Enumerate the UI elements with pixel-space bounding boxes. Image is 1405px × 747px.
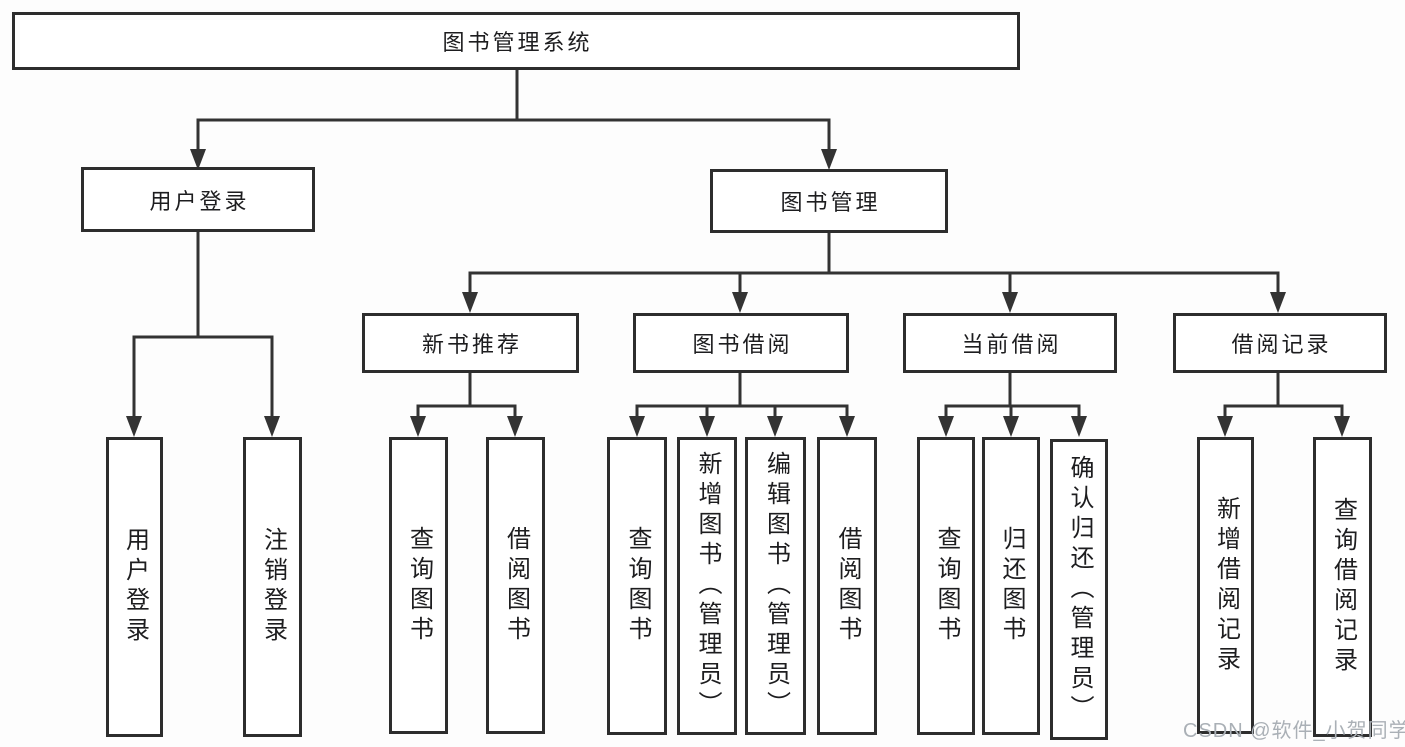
csdn-watermark: CSDN @软件_小贺同学 xyxy=(1183,720,1405,742)
node-borrow-records-label: 借阅记录 xyxy=(1231,332,1332,357)
leaf-logout-label: 注销登录 xyxy=(259,527,287,647)
node-new-book-recommend: 新书推荐 xyxy=(362,313,579,373)
edge-root-to-level2 xyxy=(196,70,831,152)
leaf-add-book-label: 新增图书（管理员） xyxy=(694,451,721,721)
leaf-query-book-2: 查询图书 xyxy=(607,437,667,735)
node-book-borrow: 图书借阅 xyxy=(633,313,849,373)
leaf-user-login-label: 用户登录 xyxy=(121,527,149,647)
node-root-label: 图书管理系统 xyxy=(442,30,593,55)
leaf-borrow-book-2: 借阅图书 xyxy=(817,437,877,735)
node-user-login-label: 用户登录 xyxy=(149,188,250,214)
leaf-borrow-book-1: 借阅图书 xyxy=(486,437,545,734)
edge-newbookrec-to-leaves xyxy=(416,372,517,420)
leaf-return-book: 归还图书 xyxy=(982,437,1040,735)
node-root: 图书管理系统 xyxy=(12,12,1020,70)
node-borrow-records: 借阅记录 xyxy=(1173,313,1387,373)
edge-currentborrow-to-leaves xyxy=(944,372,1081,420)
node-book-management-label: 图书管理 xyxy=(780,190,881,215)
leaf-confirm-return: 确认归还（管理员） xyxy=(1050,439,1108,740)
leaf-user-login: 用户登录 xyxy=(106,437,163,737)
node-user-login: 用户登录 xyxy=(81,167,315,232)
node-current-borrow: 当前借阅 xyxy=(903,313,1117,373)
edge-bookmgmt-to-level3 xyxy=(468,233,1280,295)
leaf-edit-book-label: 编辑图书（管理员） xyxy=(762,451,790,721)
leaf-borrow-book-2-label: 借阅图书 xyxy=(834,526,861,646)
leaf-edit-book: 编辑图书（管理员） xyxy=(745,437,806,735)
leaf-query-book-3: 查询图书 xyxy=(917,437,975,735)
leaf-query-book-1-label: 查询图书 xyxy=(405,525,433,646)
node-current-borrow-label: 当前借阅 xyxy=(961,332,1062,357)
leaf-confirm-return-label: 确认归还（管理员） xyxy=(1066,454,1093,725)
leaf-query-book-1: 查询图书 xyxy=(389,437,448,734)
leaf-borrow-book-1-label: 借阅图书 xyxy=(502,525,530,646)
edge-borrowrecords-to-leaves xyxy=(1223,372,1344,420)
edge-userlogin-to-leaves xyxy=(132,232,274,419)
leaf-add-record: 新增借阅记录 xyxy=(1197,437,1254,734)
leaf-query-record: 查询借阅记录 xyxy=(1313,437,1372,737)
node-book-borrow-label: 图书借阅 xyxy=(692,332,793,357)
edge-bookborrow-to-leaves xyxy=(635,372,849,420)
leaf-query-book-2-label: 查询图书 xyxy=(624,526,651,646)
leaf-add-record-label: 新增借阅记录 xyxy=(1212,495,1240,676)
leaf-return-book-label: 归还图书 xyxy=(998,526,1025,646)
leaf-logout: 注销登录 xyxy=(243,437,302,737)
node-new-book-recommend-label: 新书推荐 xyxy=(421,332,522,357)
leaf-add-book: 新增图书（管理员） xyxy=(677,437,737,735)
leaf-query-book-3-label: 查询图书 xyxy=(933,526,960,646)
node-book-management: 图书管理 xyxy=(710,169,948,233)
leaf-query-record-label: 查询借阅记录 xyxy=(1329,497,1357,677)
